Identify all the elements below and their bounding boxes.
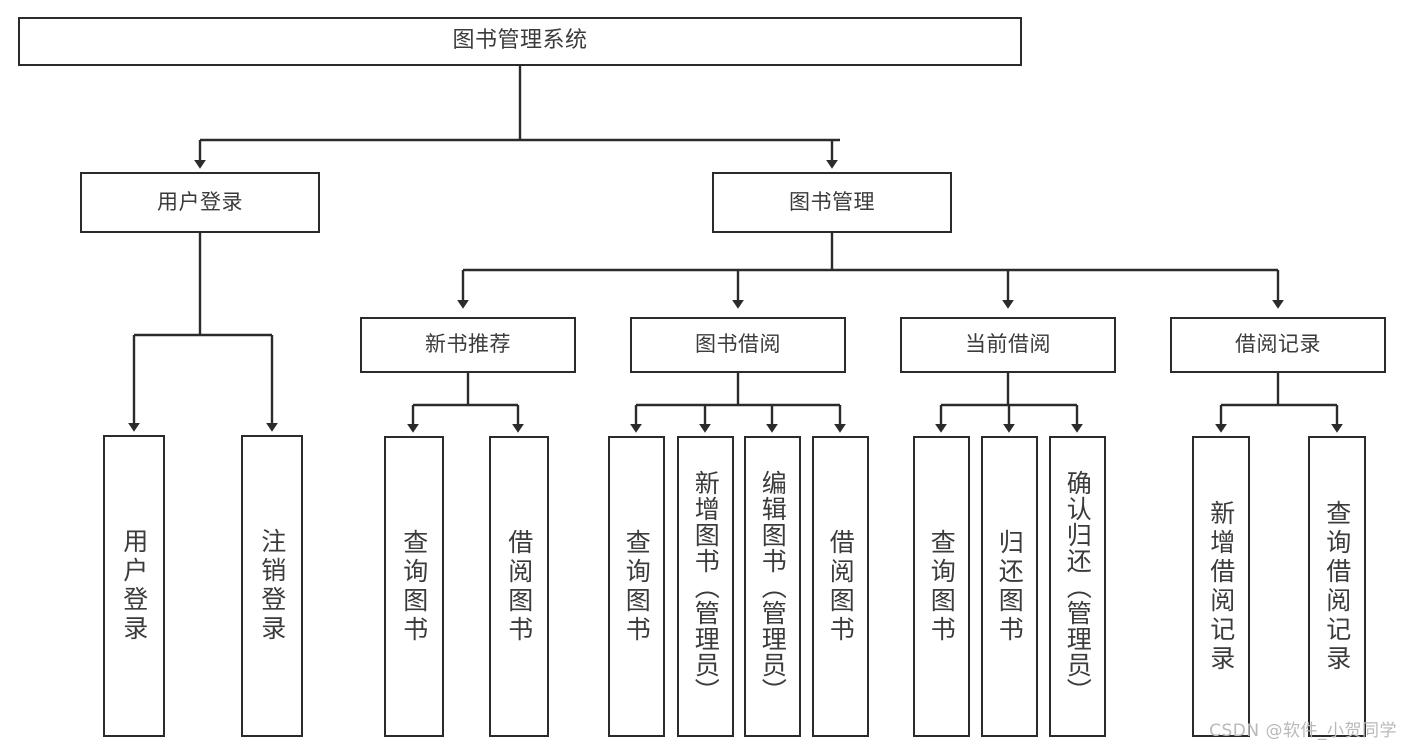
node-label: 查询图书	[399, 528, 429, 645]
node-current-borrow[interactable]: 当前借阅	[900, 317, 1116, 373]
node-leaf-add-book[interactable]: 新增图书（管理员）	[677, 436, 734, 737]
node-label: 借阅记录	[1235, 332, 1321, 357]
node-label: 确认归还（管理员）	[1063, 469, 1093, 704]
node-leaf-query-book-1[interactable]: 查询图书	[384, 436, 444, 737]
node-label: 借阅图书	[504, 528, 534, 645]
node-label: 新书推荐	[425, 332, 511, 357]
node-leaf-confirm-return[interactable]: 确认归还（管理员）	[1049, 436, 1106, 737]
node-book-management[interactable]: 图书管理	[712, 172, 952, 233]
node-leaf-add-borrow-record[interactable]: 新增借阅记录	[1192, 436, 1250, 737]
node-label: 新增借阅记录	[1206, 499, 1236, 674]
node-label: 图书管理	[789, 189, 875, 214]
node-label: 用户登录	[119, 528, 149, 644]
node-label: 图书管理系统	[452, 28, 588, 54]
node-label: 归还图书	[995, 528, 1025, 645]
node-leaf-borrow-book-1[interactable]: 借阅图书	[489, 436, 549, 737]
node-label: 查询图书	[622, 528, 652, 645]
node-label: 编辑图书（管理员）	[758, 469, 788, 704]
node-label: 用户登录	[157, 189, 243, 214]
node-leaf-borrow-book-2[interactable]: 借阅图书	[812, 436, 869, 737]
node-user-login[interactable]: 用户登录	[80, 172, 320, 233]
node-label: 查询借阅记录	[1322, 499, 1352, 674]
node-label: 借阅图书	[826, 528, 856, 645]
node-leaf-query-book-2[interactable]: 查询图书	[608, 436, 665, 737]
node-label: 图书借阅	[695, 332, 781, 357]
node-new-book-recommend[interactable]: 新书推荐	[360, 317, 576, 373]
node-book-borrow[interactable]: 图书借阅	[630, 317, 846, 373]
node-label: 查询图书	[927, 528, 957, 645]
node-label: 注销登录	[257, 528, 287, 644]
node-borrow-record[interactable]: 借阅记录	[1170, 317, 1386, 373]
node-label: 当前借阅	[965, 332, 1051, 357]
node-label: 新增图书（管理员）	[691, 469, 721, 704]
node-root-book-management-system[interactable]: 图书管理系统	[18, 17, 1022, 66]
node-leaf-query-borrow-record[interactable]: 查询借阅记录	[1308, 436, 1366, 737]
node-leaf-query-book-3[interactable]: 查询图书	[913, 436, 970, 737]
node-leaf-logout-login[interactable]: 注销登录	[241, 435, 303, 737]
node-leaf-edit-book[interactable]: 编辑图书（管理员）	[744, 436, 801, 737]
node-leaf-return-book[interactable]: 归还图书	[981, 436, 1038, 737]
node-leaf-user-login[interactable]: 用户登录	[103, 435, 165, 737]
